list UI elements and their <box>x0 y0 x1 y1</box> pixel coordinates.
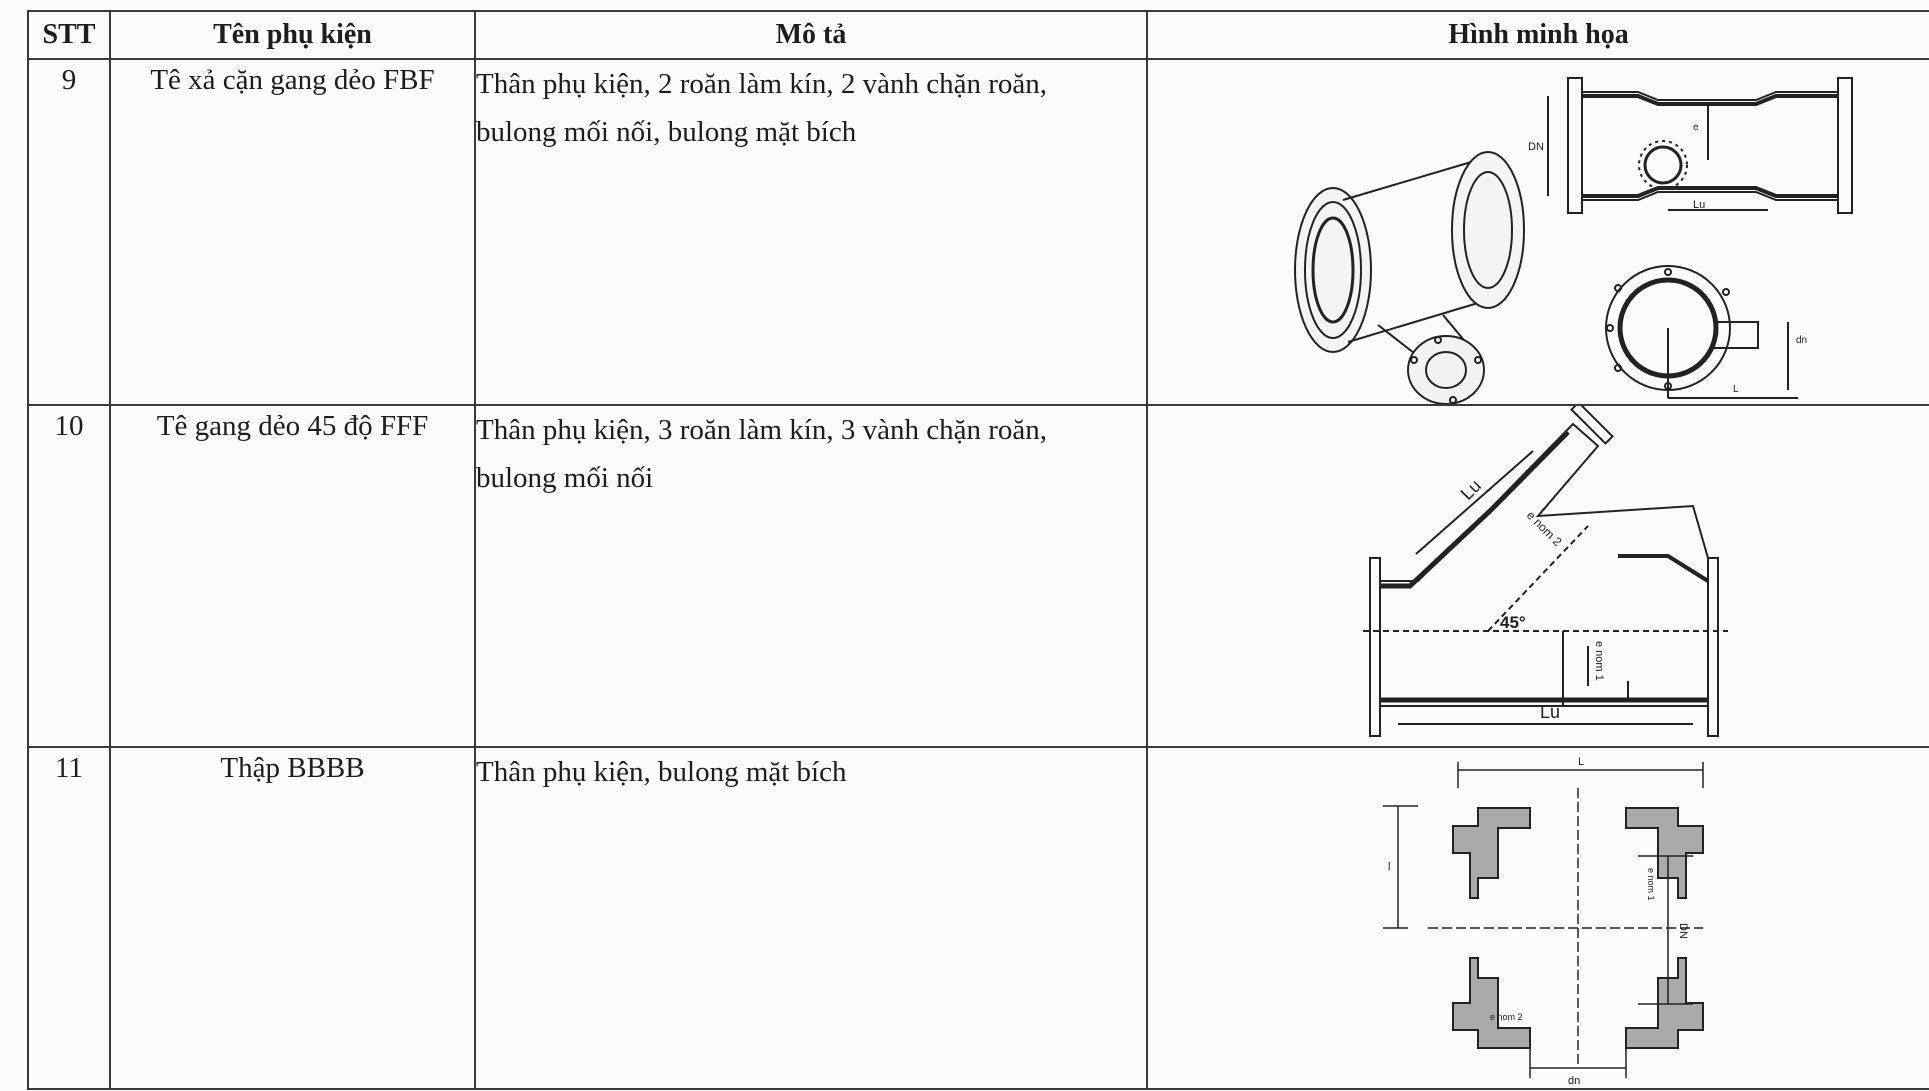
table-row: 10 Tê gang dẻo 45 độ FFF Thân phụ kiện, … <box>27 404 1929 748</box>
description-line: bulong mối nối <box>476 462 654 494</box>
row-description: Thân phụ kiện, 2 roăn làm kín, 2 vành ch… <box>474 58 1148 406</box>
header-illustration: Hình minh họa <box>1146 10 1929 60</box>
illustration-cell: Lu e nom 2 45° e nom 1 Lu <box>1146 404 1929 748</box>
row-name: Thập BBBB <box>109 746 476 1090</box>
row-stt: 10 <box>27 404 111 748</box>
table-row: 11 Thập BBBB Thân phụ kiện, bulong mặt b… <box>27 746 1929 1090</box>
label-dn-bottom: dn <box>1568 1075 1580 1087</box>
illustration-cell: DN e Lu dn L <box>1146 58 1929 406</box>
cross-fitting-drawing-icon: L l e nom 1 DN e nom 2 dn <box>1383 756 1704 1087</box>
header-name: Tên phụ kiện <box>109 10 476 60</box>
label-l-left: l <box>1388 861 1390 873</box>
fittings-table: STT Tên phụ kiện Mô tả Hình minh họa 9 T… <box>27 10 1929 1090</box>
row-description: Thân phụ kiện, 3 roăn làm kín, 3 vành ch… <box>474 404 1148 748</box>
table-row: 9 Tê xả cặn gang dẻo FBF Thân phụ kiện, … <box>27 58 1929 406</box>
label-dn-right: DN <box>1677 923 1689 939</box>
label-e-nom-2: e nom 2 <box>1490 1012 1523 1022</box>
row-name: Tê xả cặn gang dẻo FBF <box>109 58 476 406</box>
label-l-top: L <box>1578 756 1584 768</box>
row-stt: 11 <box>27 746 111 1090</box>
label-e-nom: e <box>1693 122 1699 133</box>
label-dn-lower: dn <box>1796 335 1807 346</box>
description-line: bulong mối nối, bulong mặt bích <box>476 116 857 148</box>
row-description: Thân phụ kiện, bulong mặt bích <box>474 746 1148 1090</box>
label-lu-top: Lu <box>1457 476 1485 504</box>
label-e-nom-1: e nom 1 <box>1593 641 1605 681</box>
header-description: Mô tả <box>474 10 1148 60</box>
description-line: Thân phụ kiện, 3 roăn làm kín, 3 vành ch… <box>476 414 1047 446</box>
table-header-row: STT Tên phụ kiện Mô tả Hình minh họa <box>27 10 1929 60</box>
label-l: L <box>1733 384 1739 395</box>
header-stt: STT <box>27 10 111 60</box>
description-line: Thân phụ kiện, bulong mặt bích <box>476 756 847 788</box>
row-stt: 9 <box>27 58 111 406</box>
label-e-nom-1: e nom 1 <box>1646 868 1656 901</box>
label-lu-bottom: Lu <box>1540 702 1560 722</box>
label-dn-upper: DN <box>1528 141 1544 153</box>
drain-tee-drawing-icon: DN e Lu dn L <box>1294 77 1853 404</box>
illustration-cell: L l e nom 1 DN e nom 2 dn <box>1146 746 1929 1090</box>
label-angle: 45° <box>1500 613 1526 632</box>
label-lu: Lu <box>1693 199 1705 211</box>
row-name: Tê gang dẻo 45 độ FFF <box>109 404 476 748</box>
description-line: Thân phụ kiện, 2 roăn làm kín, 2 vành ch… <box>476 68 1047 100</box>
tee-45-degree-drawing-icon: Lu e nom 2 45° e nom 1 Lu <box>1363 406 1728 737</box>
